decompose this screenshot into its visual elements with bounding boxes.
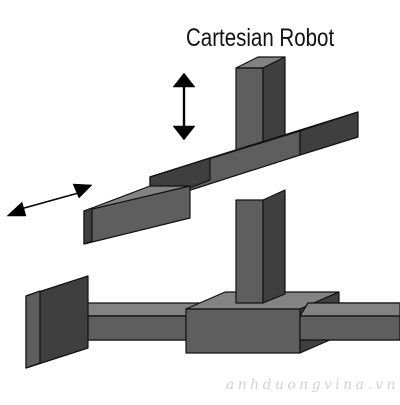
base-rail-right-front <box>299 315 400 341</box>
column-lower-front <box>235 199 264 304</box>
carriage-front <box>185 308 301 354</box>
vertical-motion-arrow <box>172 72 196 141</box>
diagram-title: Cartesian Robot <box>186 24 335 52</box>
beam-end <box>299 111 359 156</box>
end-plate-edge <box>25 290 41 369</box>
horizontal-beam <box>149 111 359 204</box>
left-end-plate <box>25 275 89 369</box>
horizontal-motion-arrow <box>6 183 93 217</box>
arm-tip <box>83 207 93 245</box>
vertical-column <box>235 56 286 304</box>
column-lower-side <box>262 189 286 304</box>
base-rail-right-top <box>299 302 400 317</box>
base-rail-front-segment <box>87 315 187 341</box>
extending-arm <box>83 185 191 245</box>
column-upper-front <box>235 67 264 151</box>
watermark: anhduongvina.vn <box>226 377 399 393</box>
